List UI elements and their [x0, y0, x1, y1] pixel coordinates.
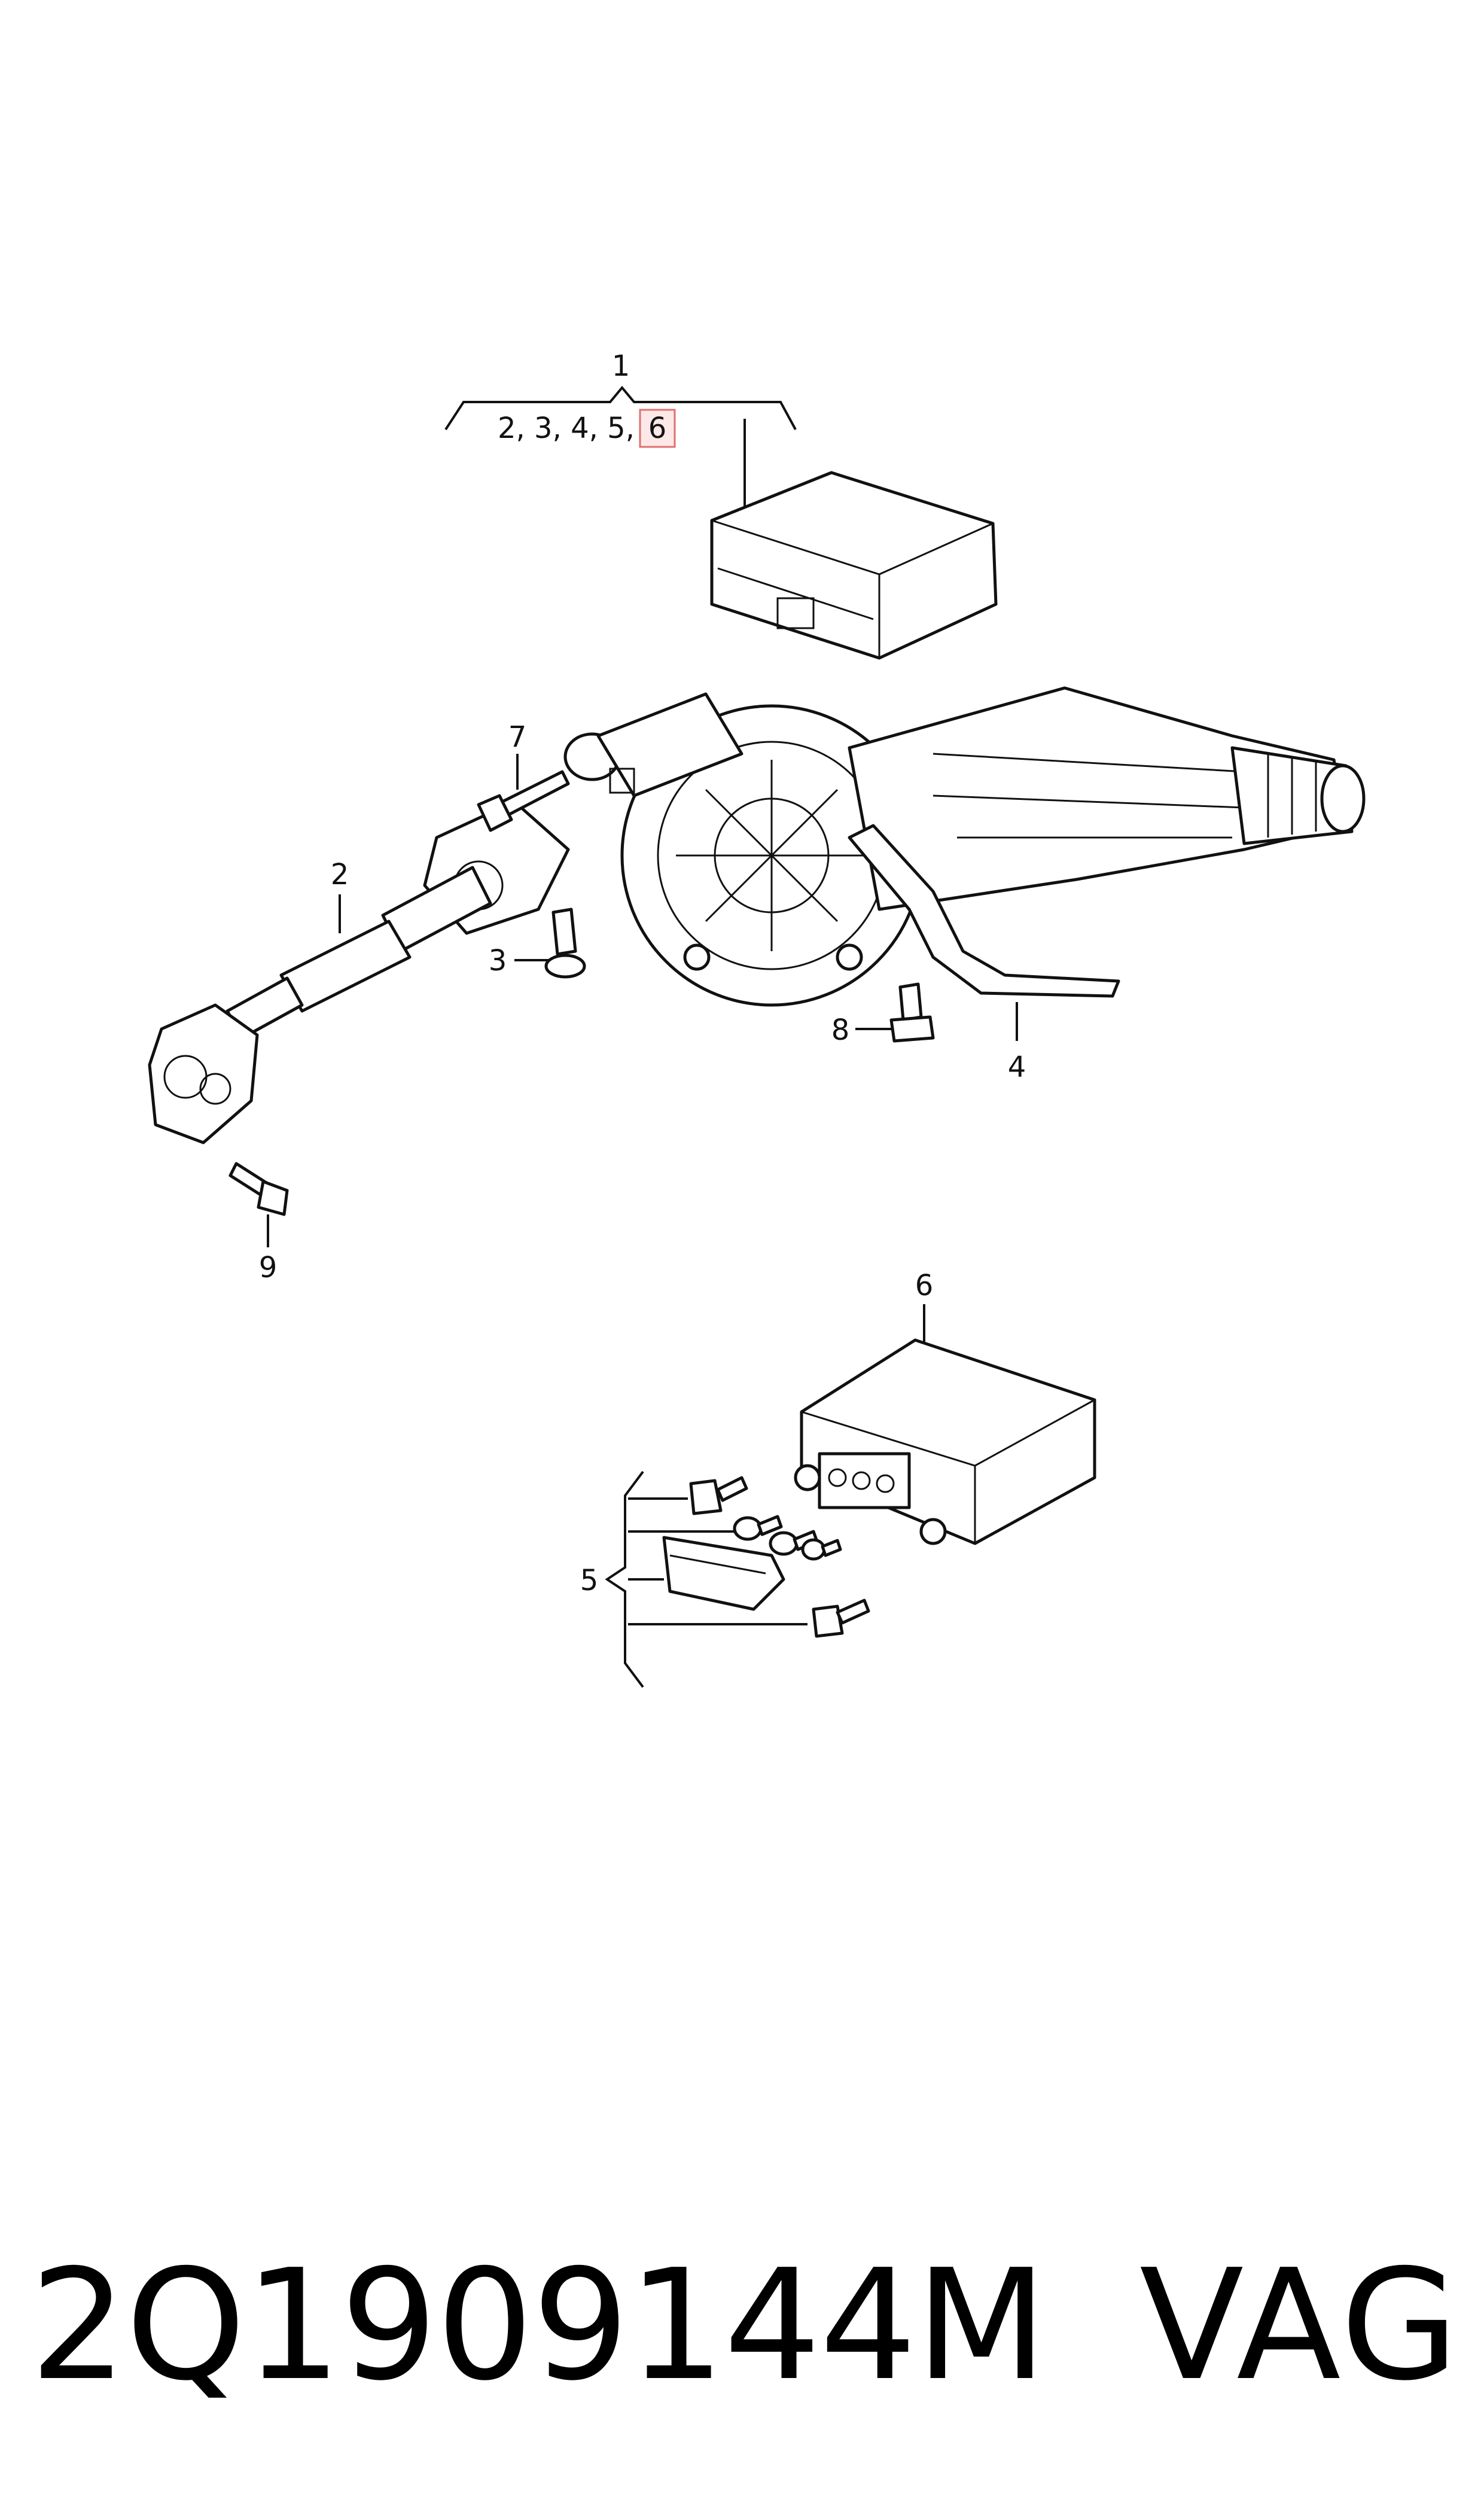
bolt-8	[889, 982, 935, 1043]
mounting-bracket	[662, 1536, 785, 1611]
fastener-bracket	[605, 1470, 807, 1688]
callout-1: 1	[612, 349, 630, 383]
brand-name: VAG	[1139, 2237, 1461, 2415]
callout-8: 8	[831, 1013, 850, 1047]
fastener-bolt-d	[801, 1538, 842, 1561]
intermediate-shaft	[148, 800, 570, 1144]
steering-column-assembly	[563, 471, 1366, 1007]
fastener-bolt-b	[733, 1515, 783, 1541]
footer: 2Q1909144M VAG	[30, 2249, 1465, 2429]
callout-3: 3	[489, 944, 507, 978]
callout-2: 2	[331, 858, 349, 891]
fastener-bolt-a	[689, 1476, 748, 1515]
callout-group-highlight[interactable]: 6	[648, 412, 667, 445]
control-unit	[794, 1338, 1096, 1545]
part-number: 2Q1909144M	[30, 2237, 1047, 2415]
adjustment-lever	[848, 824, 1120, 998]
bolt-3	[544, 908, 586, 979]
bolt-9	[228, 1162, 289, 1216]
callout-7: 7	[508, 720, 527, 754]
callout-6: 6	[915, 1269, 934, 1302]
callout-group-list: 2, 3, 4, 5,	[498, 412, 635, 445]
group-bracket	[444, 385, 797, 514]
callout-4: 4	[1008, 1051, 1026, 1084]
fastener-bolt-e	[812, 1599, 870, 1638]
callout-5: 5	[580, 1564, 599, 1597]
callout-9: 9	[259, 1251, 278, 1284]
bolt-7	[477, 770, 570, 832]
highlight-box[interactable]	[639, 409, 676, 448]
fastener-bolt-c	[769, 1530, 819, 1556]
